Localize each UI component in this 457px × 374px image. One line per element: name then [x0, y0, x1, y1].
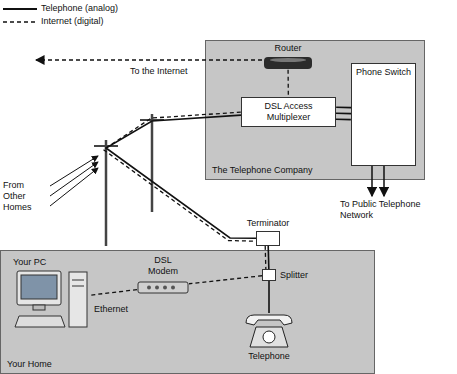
modem-icon — [137, 279, 189, 295]
modem-icon-part — [147, 285, 151, 289]
destination-label: To Public Telephone Network — [340, 199, 426, 221]
internet-line — [89, 290, 137, 296]
legend-line — [3, 7, 37, 9]
incoming-arrow — [50, 168, 98, 206]
pc-icon-part — [69, 272, 87, 327]
pc-icon-part — [33, 305, 45, 310]
terminator-icon-part — [257, 231, 280, 245]
incoming-arrow — [50, 162, 98, 196]
phone-icon-part — [246, 315, 292, 325]
box-label: Phone Switch — [356, 67, 411, 78]
connector-label: Ethernet — [94, 304, 128, 315]
splitter-icon-part — [263, 270, 276, 281]
internet-line — [189, 276, 262, 284]
legend-row: Internet (digital) — [3, 15, 118, 28]
internet-link-line — [36, 59, 262, 60]
pc-icon — [13, 270, 89, 330]
connector — [189, 276, 262, 284]
home-area: Your Home Your PC DSL ModemSplitterTelepho… — [0, 250, 375, 374]
router-icon-part — [270, 58, 306, 62]
destination-label: To the Internet — [130, 66, 202, 77]
pc-icon-part — [72, 279, 84, 280]
telephone-line — [106, 115, 256, 238]
modem-icon-part — [155, 285, 159, 289]
device-label: Splitter — [280, 270, 308, 281]
label-holder: Ethernet — [94, 304, 128, 315]
legend-line — [3, 21, 37, 22]
pc-icon-part — [72, 285, 84, 286]
telephone-line — [336, 118, 351, 120]
dsl-access-multiplexer-box: DSL Access Multiplexer — [241, 97, 336, 127]
network-arrow — [371, 166, 373, 196]
terminator-icon — [256, 231, 280, 246]
legend-text: Telephone (analog) — [41, 3, 118, 14]
device-label: Telephone — [248, 351, 290, 362]
terminator-node: Terminator — [240, 218, 296, 246]
pc-icon-part — [15, 316, 65, 327]
connector — [288, 70, 289, 97]
source-label: From Other Homes — [3, 180, 43, 212]
pc-icon-part — [17, 271, 61, 305]
internet-line — [287, 70, 289, 97]
pc-icon-part — [21, 275, 57, 299]
label-holder: From Other Homes — [3, 180, 43, 212]
router-icon — [263, 56, 313, 70]
device-label: Router — [274, 43, 301, 54]
connector — [89, 290, 137, 296]
device-label: DSL Modem — [143, 255, 183, 277]
phone-icon-part — [250, 327, 288, 347]
pole-crossarm — [140, 119, 164, 121]
internet-line — [104, 112, 256, 241]
area-label: The Telephone Company — [212, 165, 424, 176]
pc-node: Your PC — [13, 257, 93, 330]
internet-line — [265, 246, 267, 269]
modem-icon-part — [171, 285, 175, 289]
utility-pole — [151, 114, 154, 212]
connector — [269, 281, 270, 313]
legend-row: Telephone (analog) — [3, 2, 118, 15]
telephone-line — [267, 246, 269, 269]
dsl-modem-node: DSL Modem — [131, 255, 195, 295]
phone-icon — [244, 313, 294, 349]
legend-text: Internet (digital) — [41, 16, 104, 27]
splitter-icon — [262, 269, 276, 281]
legend-sample — [3, 5, 37, 13]
connector — [265, 246, 269, 269]
incoming-arrow — [50, 156, 98, 186]
phone-switch-box: Phone Switch — [351, 63, 416, 166]
label-holder: To the Internet — [130, 66, 202, 77]
connector — [104, 112, 256, 241]
telephone-node: Telephone — [239, 313, 299, 362]
pole-crossarm — [94, 145, 118, 147]
phone-icon-part — [263, 331, 275, 343]
modem-icon-part — [163, 285, 167, 289]
legend-sample — [3, 18, 37, 26]
modem-icon-part — [138, 282, 188, 293]
legend: Telephone (analog) Internet (digital) — [3, 2, 118, 28]
router-icon-part — [264, 57, 312, 69]
label-holder: To Public Telephone Network — [340, 199, 426, 221]
utility-pole — [105, 140, 108, 246]
telephone-line — [268, 281, 270, 313]
splitter-node: Splitter — [262, 269, 316, 281]
device-label: Terminator — [247, 218, 290, 229]
telephone-company-area: The Telephone Company RouterDSL Access Mu… — [205, 40, 425, 180]
area-label: Your Home — [7, 359, 374, 370]
network-arrow — [383, 166, 385, 196]
router-node: Router — [257, 43, 319, 70]
connector — [336, 107, 351, 119]
device-label: Your PC — [13, 257, 46, 268]
telephone-line — [336, 106, 351, 108]
box-label: DSL Access Multiplexer — [245, 101, 332, 123]
telephone-line — [336, 112, 351, 114]
